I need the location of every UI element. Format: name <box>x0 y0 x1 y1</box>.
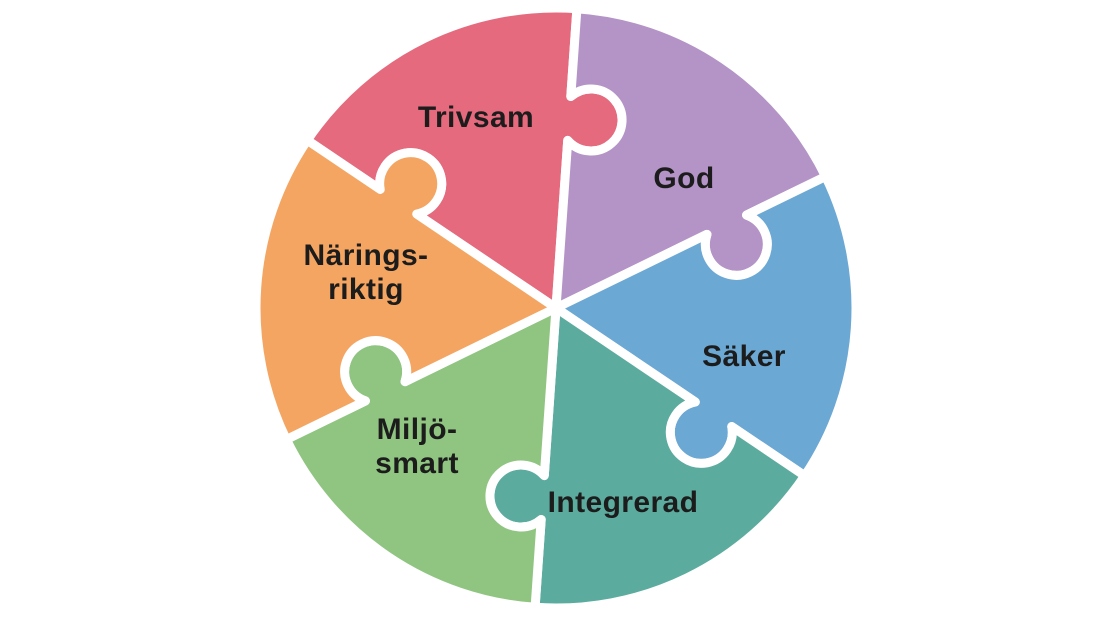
piece-label-naringsriktig: Närings-riktig <box>304 239 429 306</box>
piece-label-god: God <box>653 162 714 195</box>
piece-label-integrerad: Integrerad <box>548 486 699 519</box>
piece-label-saker: Säker <box>702 340 786 373</box>
puzzle-piece-naringsriktig <box>251 135 561 445</box>
piece-label-miljosmart: Miljö-smart <box>375 413 459 480</box>
piece-label-trivsam: Trivsam <box>418 101 534 134</box>
